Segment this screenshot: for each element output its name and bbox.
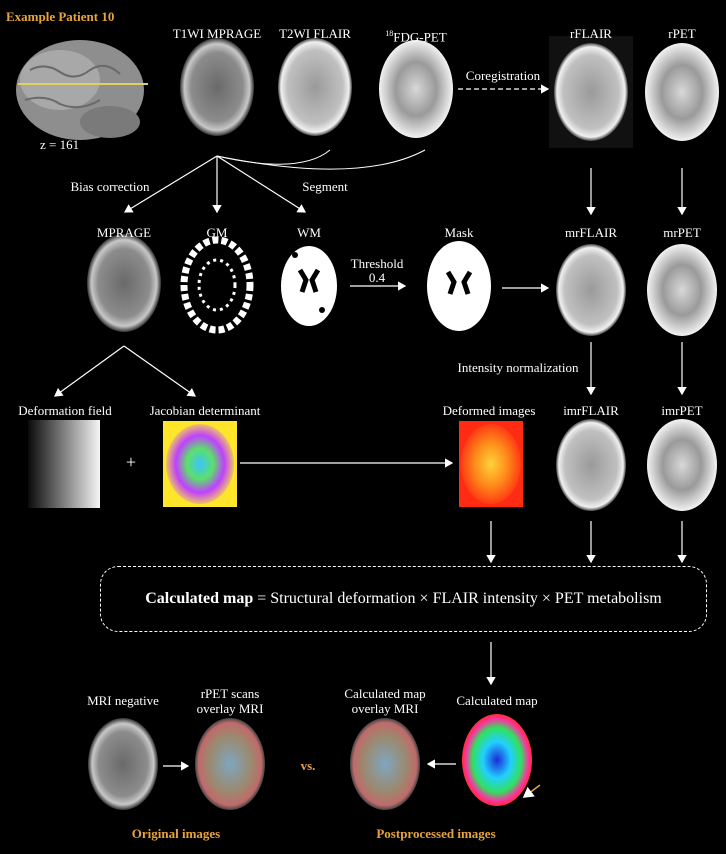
segment-label: Segment bbox=[302, 179, 348, 194]
calc-overlay-label-2: overlay MRI bbox=[351, 701, 419, 716]
calc-overlay-label-1: Calculated map bbox=[344, 686, 426, 701]
rpet-label: rPET bbox=[668, 26, 696, 41]
rpet-overlay-label-2: overlay MRI bbox=[196, 701, 264, 716]
calc-overlay-image bbox=[350, 718, 420, 810]
mask-label: Mask bbox=[444, 225, 474, 240]
deformation-field-label: Deformation field bbox=[18, 403, 112, 418]
mri-negative-image bbox=[88, 718, 158, 810]
t1-label: T1WI MPRAGE bbox=[172, 26, 262, 41]
deformed-images-label: Deformed images bbox=[442, 403, 536, 418]
gm-image bbox=[180, 236, 254, 334]
mrpet-image bbox=[647, 244, 717, 336]
mrflair-label: mrFLAIR bbox=[565, 225, 617, 240]
formula-bold: Calculated map bbox=[145, 590, 254, 607]
t1-mprage-image bbox=[180, 38, 254, 136]
rflair-image bbox=[554, 43, 628, 141]
rflair-label: rFLAIR bbox=[570, 26, 612, 41]
mrflair-image bbox=[556, 244, 626, 336]
mrpet-label: mrPET bbox=[663, 225, 701, 240]
slice-label: z = 161 bbox=[40, 137, 80, 152]
threshold-value: 0.4 bbox=[368, 270, 386, 285]
pet-label: 18FDG-PET bbox=[385, 29, 447, 45]
deformed-image bbox=[461, 424, 521, 504]
deformation-field-image bbox=[28, 420, 100, 508]
bias-correction-label: Bias correction bbox=[70, 179, 150, 194]
fdg-pet-image bbox=[379, 40, 453, 138]
coregistration-label: Coregistration bbox=[465, 68, 541, 83]
mri-negative-label: MRI negative bbox=[87, 693, 159, 708]
calc-map-image bbox=[462, 714, 532, 806]
patient-title: Example Patient 10 bbox=[6, 9, 115, 24]
wm-label: WM bbox=[297, 225, 321, 240]
rpet-overlay-image bbox=[195, 718, 265, 810]
formula-rest: = Structural deformation × FLAIR intensi… bbox=[257, 590, 662, 607]
imrpet-image bbox=[647, 419, 717, 511]
gm-label: GM bbox=[206, 225, 228, 240]
wm-image bbox=[281, 246, 337, 326]
jacobian-label: Jacobian determinant bbox=[149, 403, 261, 418]
t2-label: T2WI FLAIR bbox=[279, 26, 351, 41]
vs-label: vs. bbox=[300, 758, 316, 773]
plus-sign: + bbox=[125, 452, 137, 472]
imrpet-label: imrPET bbox=[661, 403, 703, 418]
rpet-overlay-label-1: rPET scans bbox=[200, 686, 260, 701]
mprage-image bbox=[87, 234, 161, 332]
mask-image bbox=[427, 241, 491, 331]
mprage-label: MPRAGE bbox=[96, 225, 152, 240]
original-images-label: Original images bbox=[131, 826, 221, 841]
imrflair-label: imrFLAIR bbox=[563, 403, 619, 418]
brain-render bbox=[16, 40, 148, 140]
jacobian-image bbox=[166, 424, 234, 504]
intensity-normalization-label: Intensity normalization bbox=[457, 360, 579, 375]
threshold-label: Threshold bbox=[350, 256, 404, 271]
postprocessed-images-label: Postprocessed images bbox=[376, 826, 496, 841]
t2-flair-image bbox=[278, 38, 352, 136]
calc-map-label: Calculated map bbox=[456, 693, 538, 708]
rpet-image bbox=[645, 43, 719, 141]
imrflair-image bbox=[556, 419, 626, 511]
formula-box: Calculated map = Structural deformation … bbox=[100, 566, 707, 632]
